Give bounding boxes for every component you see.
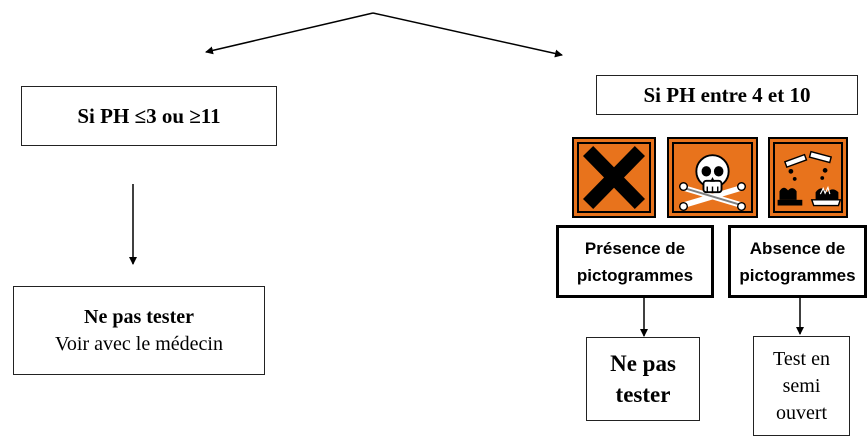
presence-label-line1: Présence de — [584, 238, 686, 258]
condition-ph-4-10: Si PH entre 4 et 10 — [596, 75, 858, 115]
condition-ph-4-10-label: Si PH entre 4 et 10 — [643, 82, 811, 107]
presence-result-line2: tester — [615, 382, 671, 407]
result-do-not-test-doctor: Ne pas tester Voir avec le médecin — [13, 286, 265, 375]
irritant-x-pictogram — [572, 137, 656, 218]
absence-label-line1: Absence de — [749, 238, 846, 258]
result-detail: Voir avec le médecin — [55, 332, 223, 355]
arrow-to-left-branch — [205, 12, 374, 55]
result-presence-do-not-test: Ne pas tester — [586, 337, 700, 421]
result-absence-semi-open-test: Test en semi ouvert — [753, 336, 850, 436]
presence-pictograms-box: Présence de pictogrammes — [556, 225, 714, 298]
arrow-to-right-branch — [372, 12, 563, 58]
absence-label-line2: pictogrammes — [739, 265, 856, 285]
condition-ph-extreme-label: Si PH ≤3 ou ≥11 — [77, 103, 221, 128]
absence-pictograms-box: Absence de pictogrammes — [728, 225, 867, 298]
corrosive-pictogram — [768, 137, 848, 218]
result-title: Ne pas tester — [84, 305, 194, 328]
presence-label-line2: pictogrammes — [576, 265, 694, 285]
presence-result-line1: Ne pas — [610, 351, 676, 376]
condition-ph-extreme: Si PH ≤3 ou ≥11 — [21, 86, 277, 146]
absence-result-line2: semi — [782, 374, 821, 397]
absence-result-line1: Test en — [773, 347, 830, 370]
toxic-skull-pictogram — [667, 137, 758, 218]
absence-result-line3: ouvert — [775, 401, 828, 424]
